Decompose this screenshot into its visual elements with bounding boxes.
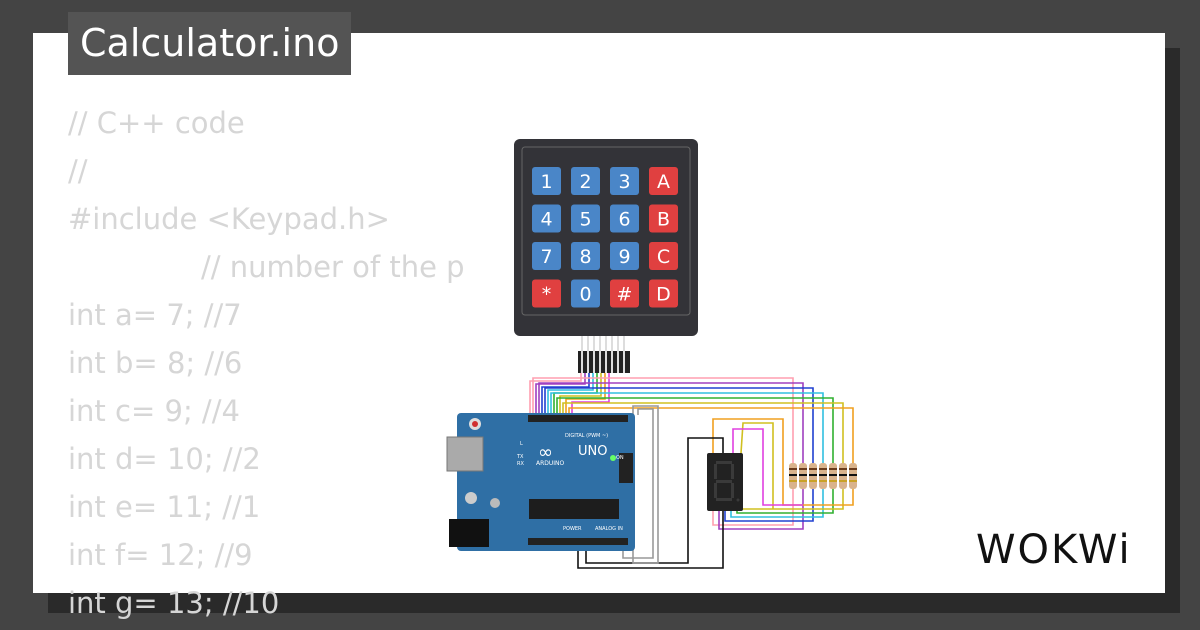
resistor	[849, 463, 857, 489]
svg-text:*: *	[542, 284, 552, 306]
keypad-key[interactable]: 6	[610, 204, 639, 233]
analog-label: ANALOG IN	[595, 526, 623, 532]
code-line: int c= 9; //4	[68, 394, 240, 428]
keypad-key[interactable]: 4	[532, 204, 561, 233]
svg-text:3: 3	[618, 171, 630, 193]
keypad: 1 2 3 A 4 5 6 B 7 8 9 C * 0 # D	[514, 139, 698, 373]
svg-text:2: 2	[579, 171, 591, 193]
keypad-key[interactable]: C	[649, 242, 678, 270]
keypad-key[interactable]: 8	[571, 242, 600, 270]
code-line: //	[68, 154, 88, 188]
code-line: int d= 10; //2	[68, 442, 261, 476]
keypad-key[interactable]: 7	[532, 242, 561, 270]
resistor	[829, 463, 837, 489]
svg-text:D: D	[656, 284, 671, 306]
digital-label: DIGITAL (PWM ~)	[565, 433, 608, 439]
resistor	[789, 463, 797, 489]
resistors	[789, 463, 857, 489]
code-line: int a= 7; //7	[68, 298, 242, 332]
svg-text:C: C	[657, 246, 670, 268]
svg-text:9: 9	[618, 246, 630, 268]
code-line: #include <Keypad.h>	[68, 202, 390, 236]
code-line: int f= 12; //9	[68, 538, 253, 572]
svg-text:5: 5	[579, 209, 591, 231]
resistor	[819, 463, 827, 489]
code-line: // C++ code	[68, 106, 245, 140]
rx-label: RX	[517, 461, 524, 467]
svg-text:#: #	[617, 284, 633, 306]
seven-segment-display	[707, 453, 743, 511]
resistor	[809, 463, 817, 489]
wokwi-logo: WOKWi	[976, 527, 1132, 573]
keypad-key[interactable]: *	[532, 279, 561, 308]
circuit-diagram: 1 2 3 A 4 5 6 B 7 8 9 C * 0 # D ∞ UNO ARDUINO	[446, 139, 857, 569]
keypad-key[interactable]: 1	[532, 167, 561, 195]
arduino-brand-label: ARDUINO	[536, 460, 565, 467]
arduino-uno: ∞ UNO ARDUINO DIGITAL (PWM ~) POWER ANAL…	[446, 413, 635, 551]
keypad-key[interactable]: D	[649, 279, 678, 308]
keypad-key[interactable]: 3	[610, 167, 639, 195]
svg-text:6: 6	[618, 209, 630, 231]
svg-text:4: 4	[540, 209, 552, 231]
code-line: int g= 13; //10	[68, 586, 280, 620]
code-line: // number of the p	[201, 250, 465, 284]
code-preview: // C++ code // #include <Keypad.h> // nu…	[68, 99, 465, 627]
arduino-model-label: UNO	[578, 444, 607, 459]
keypad-key[interactable]: 0	[571, 279, 600, 308]
keypad-key[interactable]: B	[649, 204, 678, 233]
svg-text:A: A	[657, 171, 670, 193]
keypad-key[interactable]: A	[649, 167, 678, 195]
keypad-key[interactable]: 5	[571, 204, 600, 233]
svg-text:∞: ∞	[538, 442, 553, 463]
keypad-key[interactable]: #	[610, 279, 639, 308]
page-title: Calculator.ino	[68, 12, 352, 75]
code-line: int b= 8; //6	[68, 346, 243, 380]
resistor	[839, 463, 847, 489]
code-line: int e= 11; //1	[68, 490, 261, 524]
power-label: POWER	[563, 526, 582, 532]
svg-text:7: 7	[540, 246, 552, 268]
on-label: ON	[616, 455, 624, 461]
keypad-key[interactable]: 2	[571, 167, 600, 195]
keypad-key[interactable]: 9	[610, 242, 639, 270]
svg-text:1: 1	[540, 171, 552, 193]
tx-label: TX	[516, 454, 524, 460]
preview-card: // C++ code // #include <Keypad.h> // nu…	[33, 33, 1165, 620]
svg-text:B: B	[657, 209, 670, 231]
svg-text:0: 0	[579, 284, 591, 306]
l-label: L	[520, 441, 523, 447]
resistor	[799, 463, 807, 489]
svg-text:8: 8	[579, 246, 591, 268]
